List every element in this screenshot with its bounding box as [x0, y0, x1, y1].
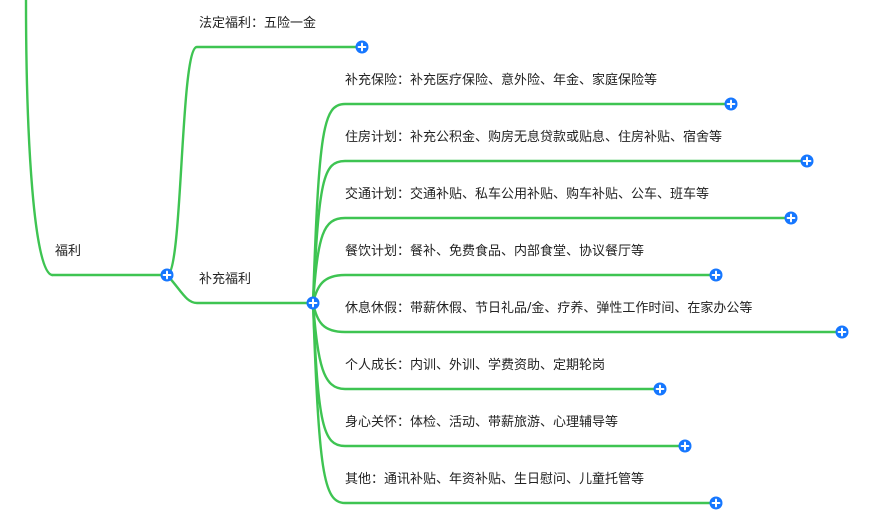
edge-leaf-1: [311, 102, 733, 305]
leaf-label[interactable]: 其他：通讯补贴、年资补贴、生日慰问、儿童托管等: [345, 472, 645, 487]
expand-plus-icon[interactable]: [306, 296, 320, 310]
expand-plus-icon[interactable]: [724, 97, 738, 111]
expand-plus-icon[interactable]: [784, 211, 798, 225]
expand-plus-icon[interactable]: [653, 382, 667, 396]
expand-plus-icon[interactable]: [678, 439, 692, 453]
edge-leaf-8: [311, 301, 718, 505]
edge-root-legal: [165, 45, 364, 277]
expand-plus-icon[interactable]: [800, 154, 814, 168]
leaf-label[interactable]: 餐饮计划：餐补、免费食品、内部食堂、协议餐厅等: [345, 244, 645, 259]
leaf-label[interactable]: 个人成长：内训、外训、学费资助、定期轮岗: [345, 358, 606, 373]
leaf-label[interactable]: 身心关怀：体检、活动、带薪旅游、心理辅导等: [345, 415, 619, 430]
leaf-label[interactable]: 休息休假：带薪休假、节日礼品/金、疗养、弹性工作时间、在家办公等: [345, 301, 753, 316]
expand-plus-icon[interactable]: [355, 40, 369, 54]
leaf-label[interactable]: 住房计划：补充公积金、购房无息贷款或贴息、住房补贴、宿舍等: [345, 130, 723, 145]
leaf-label[interactable]: 交通计划：交通补贴、私车公用补贴、购车补贴、公车、班车等: [345, 187, 710, 202]
edge-leaf-3: [311, 216, 793, 305]
expand-plus-icon[interactable]: [160, 268, 174, 282]
root-node-label[interactable]: 福利: [55, 244, 82, 259]
expand-plus-icon[interactable]: [709, 496, 723, 510]
leaf-label[interactable]: 补充保险：补充医疗保险、意外险、年金、家庭保险等: [345, 73, 658, 88]
edge-parent: [24, 0, 54, 277]
edge-leaf-2: [311, 159, 809, 305]
expand-plus-icon[interactable]: [709, 268, 723, 282]
branch-supplement-label[interactable]: 补充福利: [199, 272, 252, 287]
edge-leaf-4: [311, 273, 718, 305]
expand-plus-icon[interactable]: [835, 325, 849, 339]
edge-supplement-leaves: [311, 102, 844, 505]
branch-legal-label[interactable]: 法定福利：五险一金: [199, 16, 317, 31]
